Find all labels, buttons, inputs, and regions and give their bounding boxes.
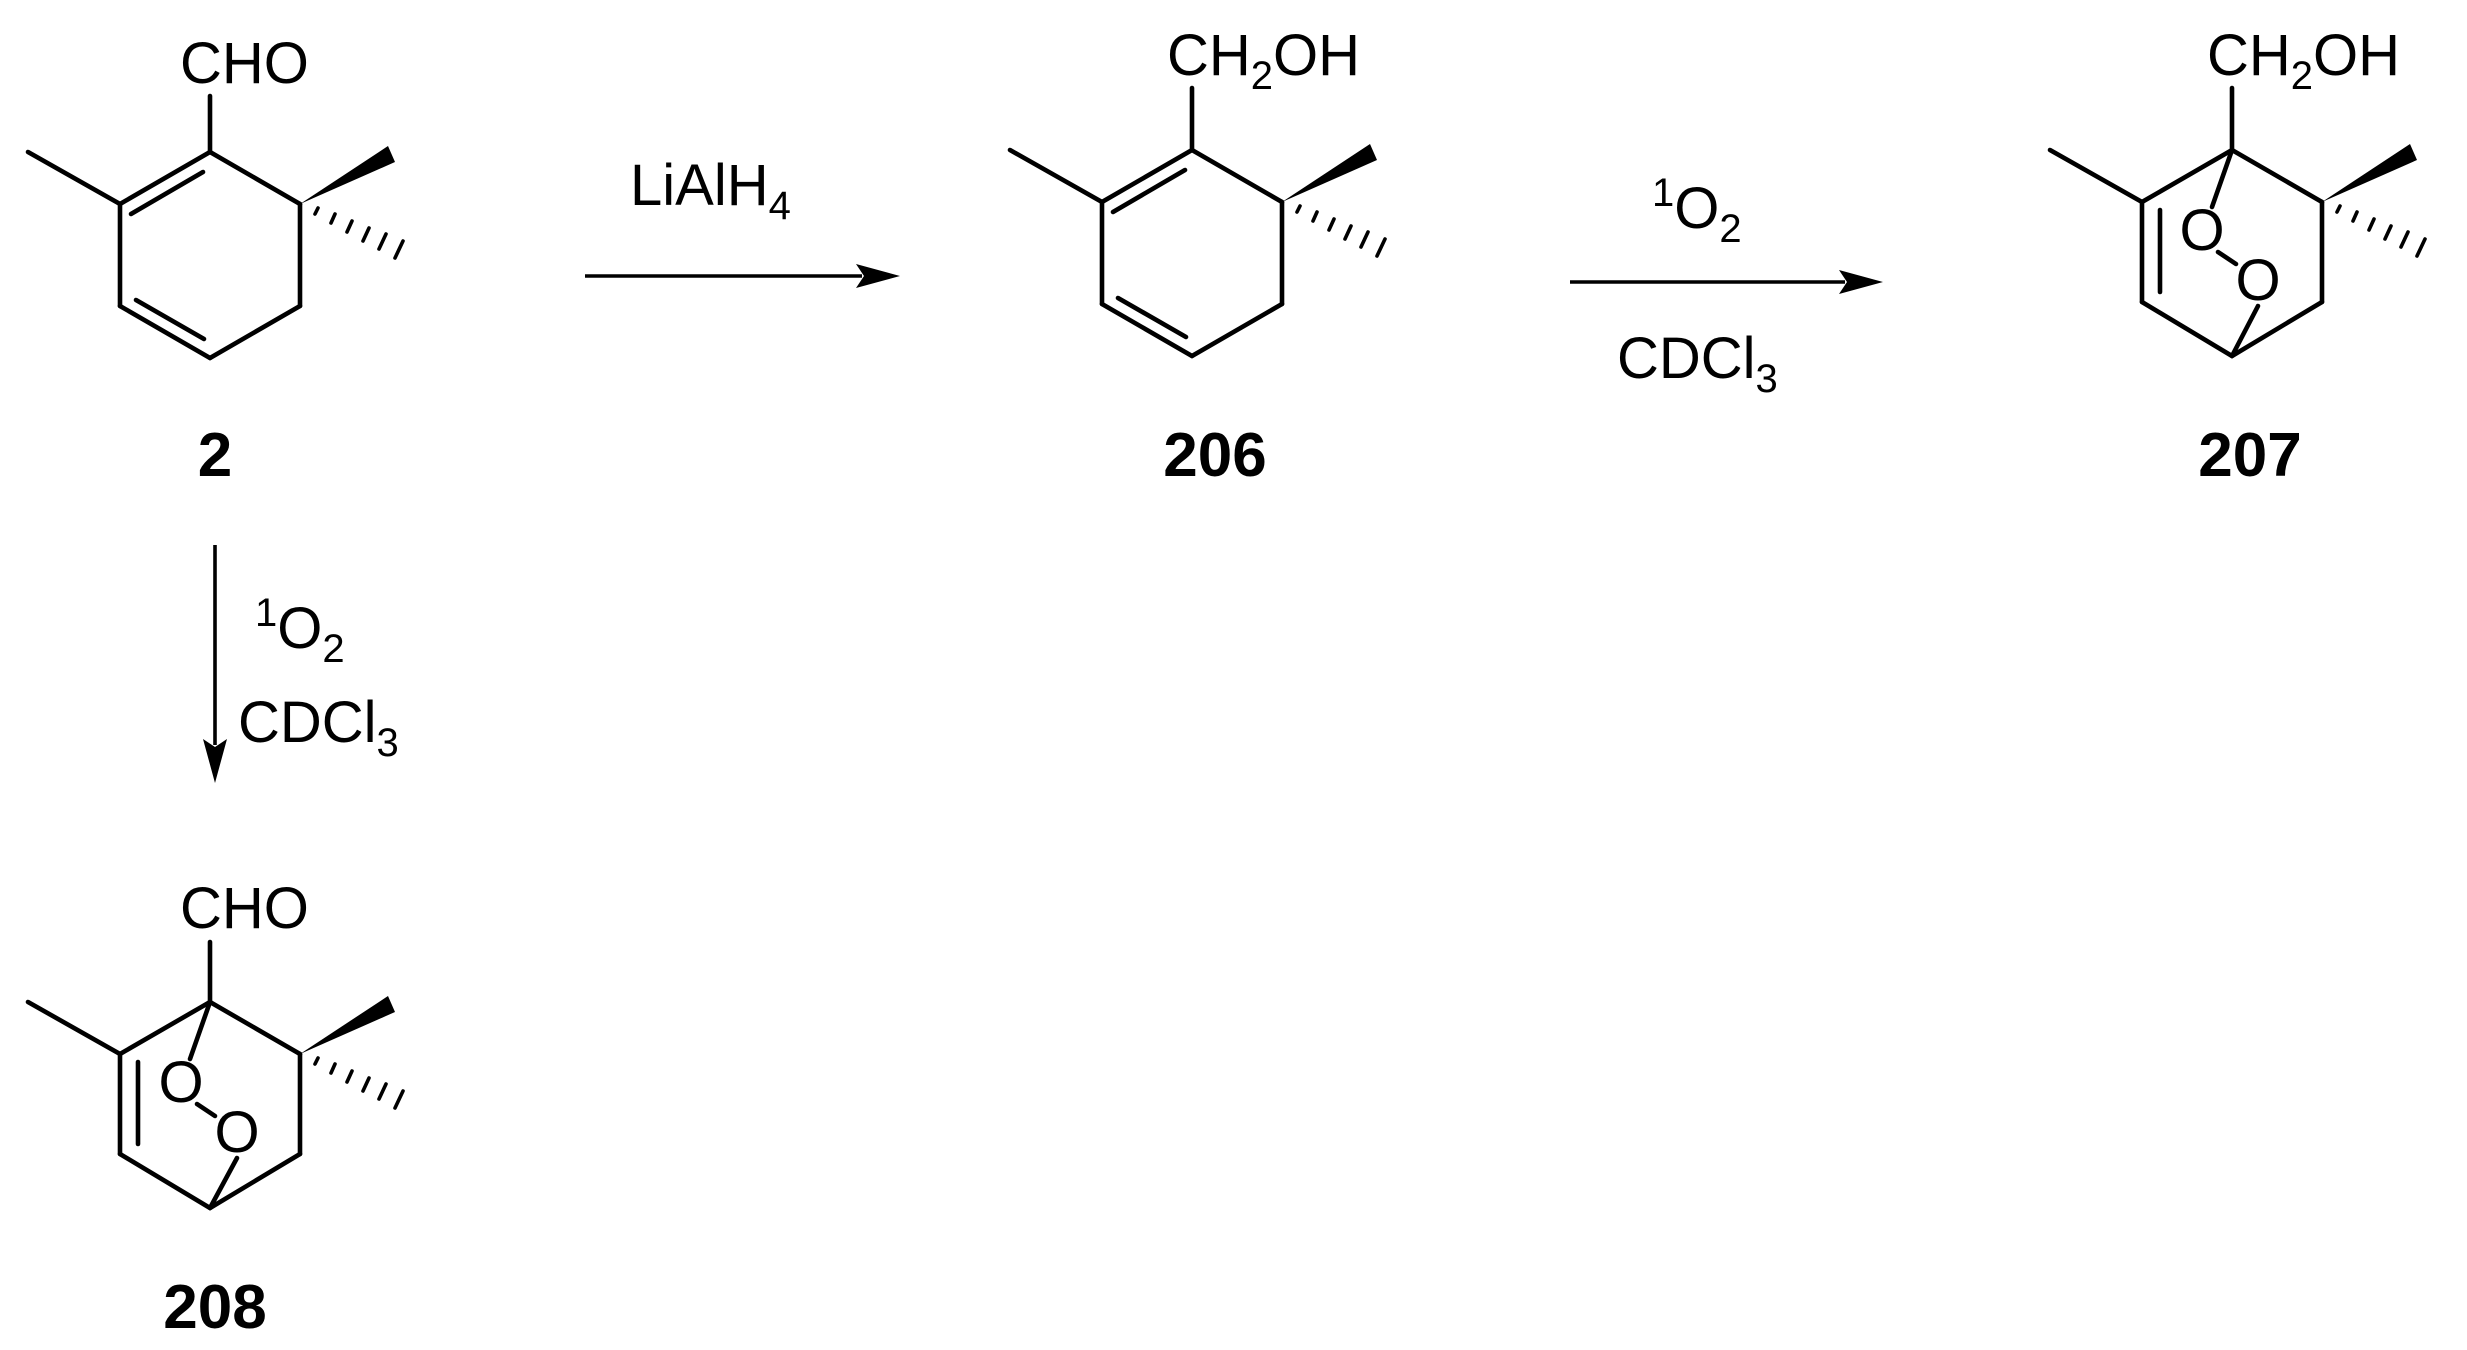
compound-207-structure: CH2OH O O 207 [2047,23,2427,490]
compound-label: 206 [1163,421,1266,490]
bond [1099,147,1195,205]
bond [1007,147,1105,205]
compound-208-substituent: CHO [180,876,309,941]
bond [207,999,303,1057]
compound-206-substituent: CH2OH [1167,23,1360,98]
compound-label: 2 [198,421,232,490]
hashed-bond [313,1056,405,1110]
bond [1110,167,1188,215]
bond [117,303,213,361]
hashed-bond [313,206,405,260]
reagent-singlet-oxygen: 1O2 [255,591,345,671]
reaction-arrow-reduction: LiAlH4 [585,153,900,288]
arrow-head [1839,270,1883,294]
arrow-head [856,264,900,288]
bridge-oxygen-atom: O [214,1100,259,1165]
bond [207,303,303,361]
bond [25,149,123,207]
bond [207,1151,303,1211]
bond [2139,147,2235,205]
wedge-bond [2322,144,2417,202]
compound-label: 208 [163,1273,266,1342]
compound-207-substituent: CH2OH [2207,23,2400,98]
reaction-arrow-singlet-oxygen: 1O2 CDCl3 [1570,171,1883,401]
hashed-bond [1295,204,1387,258]
bond [207,149,303,207]
bond [117,149,213,207]
arrow-head [203,739,227,783]
bond [2229,299,2325,359]
bond [117,999,213,1057]
compound-label: 207 [2198,421,2301,490]
bond [117,1151,213,1211]
wedge-bond [300,146,395,204]
bond [2139,299,2235,359]
bond [2229,147,2325,205]
bond [1189,301,1285,359]
bond [2229,303,2261,359]
bond [25,999,123,1057]
bond [2209,147,2235,210]
compound-206-structure: CH2OH 206 [1007,23,1387,490]
bond [194,1101,218,1119]
compound-2-substituent: CHO [180,31,309,96]
bond [187,999,213,1062]
bond [1189,147,1285,205]
bridge-oxygen-atom: O [2235,248,2280,313]
bond [1115,295,1189,340]
bond [133,297,207,342]
reaction-arrow-singlet-oxygen-down: 1O2 CDCl3 [203,545,399,783]
wedge-bond [300,996,395,1054]
bond [1099,301,1195,359]
bond [207,1155,240,1211]
reagent-singlet-oxygen: 1O2 [1652,171,1742,251]
reagent-lialh4: LiAlH4 [630,153,791,228]
hashed-bond [2335,204,2427,258]
bond [2215,249,2239,267]
bond [2047,147,2145,205]
compound-2-structure: CHO 2 [25,31,405,490]
compound-208-structure: CHO O O 208 [25,876,405,1342]
bond [128,169,206,217]
wedge-bond [1282,144,1377,202]
reagent-solvent: CDCl3 [1617,326,1778,401]
reagent-solvent: CDCl3 [238,690,399,765]
